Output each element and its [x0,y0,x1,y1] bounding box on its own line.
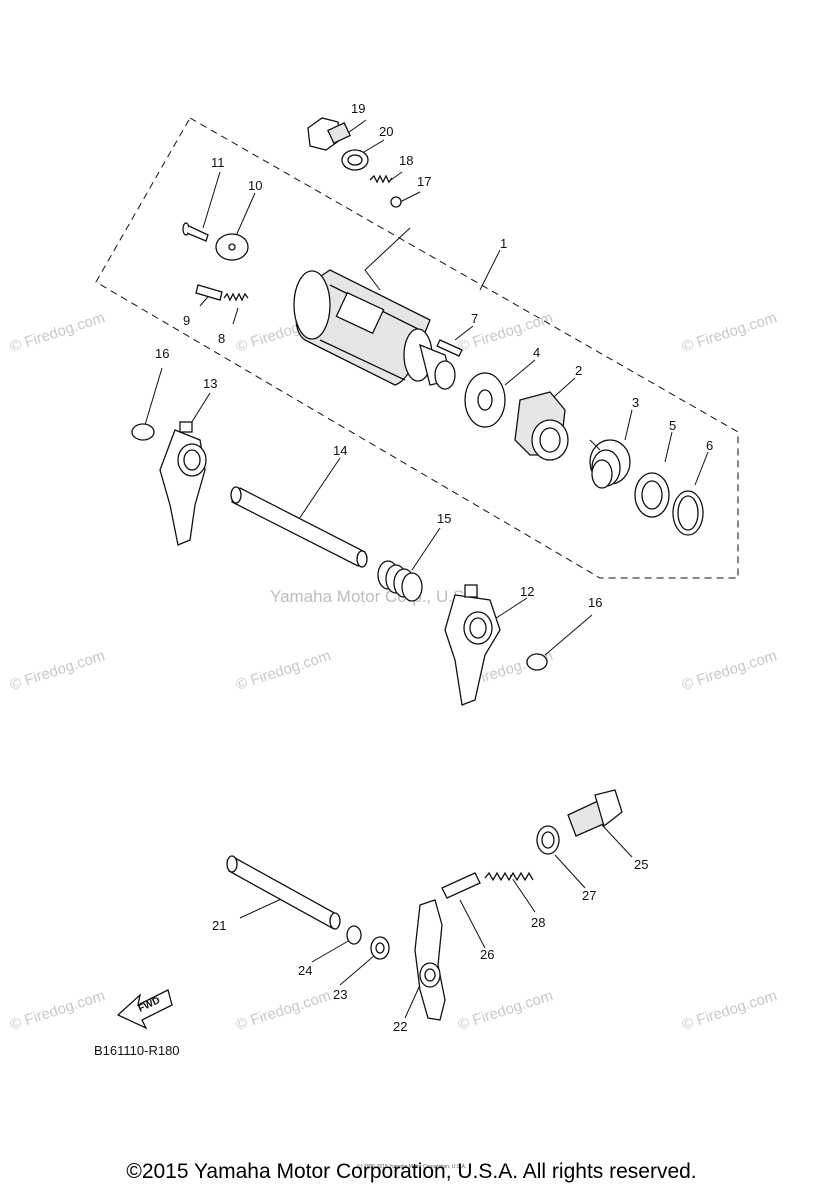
part-number-callouts: 1 2 3 4 5 6 7 8 9 10 11 12 13 14 15 16 1… [155,101,713,1034]
part-23-washer [370,936,390,960]
watermark: © Firedog.com [8,647,107,694]
callout-8: 8 [218,331,225,346]
watermark: © Firedog.com [8,309,107,356]
part-1-shift-drum [293,269,456,390]
part-4-plate [464,372,506,428]
watermark: © Firedog.com [234,647,333,694]
callout-23: 23 [333,987,347,1002]
part-26-plunger [441,872,481,899]
callout-3: 3 [632,395,639,410]
part-13-shift-fork [159,421,207,546]
part-6-circlip [672,490,704,536]
assembly-boundary [95,117,739,579]
part-21-shaft [226,855,341,930]
part-25-bolt [567,789,623,837]
part-15-spring [377,560,423,602]
part-5-washer [634,472,670,518]
callout-12: 12 [520,584,534,599]
watermark-center: Yamaha Motor Corp., U.S.A. [270,587,485,606]
part-27-washer [536,825,560,855]
callout-11: 11 [211,155,225,170]
callout-20: 20 [379,124,393,139]
watermark: © Firedog.com [456,987,555,1034]
part-10-plate [215,233,249,261]
part-17-ball [390,196,402,208]
part-12-shift-fork [444,584,501,706]
part-3-spring [589,439,631,489]
part-18-spring [369,174,393,184]
part-2-segment [514,391,569,461]
callout-27: 27 [582,888,596,903]
micro-copyright: (c) 2005-2015 Yamaha Motor Corporation, … [356,1164,467,1170]
callout-21: 21 [212,918,226,933]
callout-7: 7 [471,311,478,326]
callout-1: 1 [500,236,507,251]
callout-25: 25 [634,857,648,872]
watermark: © Firedog.com [680,987,779,1034]
callout-19: 19 [351,101,365,116]
watermark: © Firedog.com [680,647,779,694]
callout-4: 4 [533,345,540,360]
fwd-arrow-icon: FWD [116,989,173,1030]
copyright-footer: ©2015 Yamaha Motor Corporation, U.S.A. A… [126,1160,697,1183]
watermark: © Firedog.com [234,987,333,1034]
callout-26: 26 [480,947,494,962]
watermark: © Firedog.com [680,309,779,356]
callout-16-upper: 16 [155,346,169,361]
part-16-circlip [131,423,155,441]
part-16-circlip [526,653,548,671]
part-7-pin [436,339,463,357]
callout-14: 14 [333,443,347,458]
watermark: © Firedog.com [8,987,107,1034]
part-14-guide-bar [230,486,368,568]
callout-9: 9 [183,313,190,328]
callout-6: 6 [706,438,713,453]
callout-5: 5 [669,418,676,433]
part-22-lever [414,899,446,1021]
part-24-circlip [346,925,362,945]
watermark-layer: © Firedog.com © Firedog.com © Firedog.co… [8,309,779,1034]
callout-13: 13 [203,376,217,391]
callout-16-lower: 16 [588,595,602,610]
part-19-bolt [307,117,351,151]
part-8-spring [223,292,249,302]
callout-22: 22 [393,1019,407,1034]
callout-17: 17 [417,174,431,189]
part-9-pin [195,284,223,301]
callout-28: 28 [531,915,545,930]
callout-10: 10 [248,178,262,193]
callout-15: 15 [437,511,451,526]
part-28-spring [484,871,534,882]
drawing-code: B161110-R180 [94,1043,180,1058]
callout-24: 24 [298,963,312,978]
callout-18: 18 [399,153,413,168]
callout-2: 2 [575,363,582,378]
part-11-screw [182,222,209,242]
